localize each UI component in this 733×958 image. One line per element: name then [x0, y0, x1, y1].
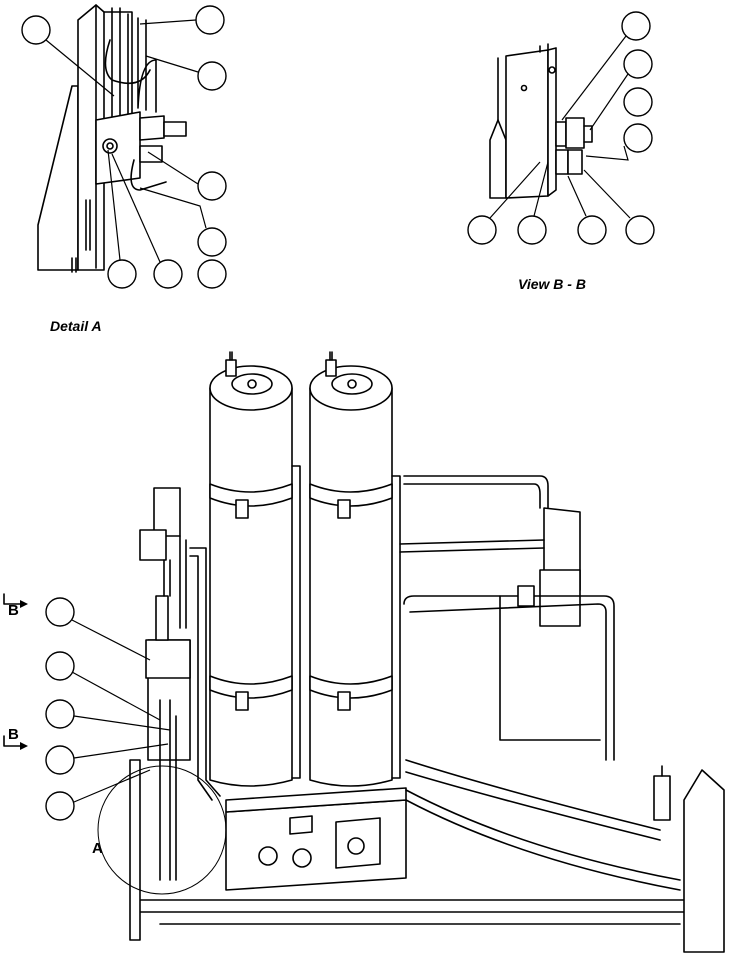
- detail-mark-label: A: [92, 840, 103, 857]
- callout-view-bb-3: [623, 87, 653, 117]
- callout-view-bb-8: [625, 215, 655, 245]
- view-bb-label: View B - B: [518, 276, 586, 292]
- section-marker-bottom: [3, 735, 27, 747]
- callout-detail-a-4: [197, 171, 227, 201]
- callout-detail-a-5: [197, 227, 227, 257]
- callout-detail-a-6: [107, 259, 137, 289]
- section-mark-bottom-label: B: [8, 726, 19, 743]
- callout-main-2: [45, 651, 75, 681]
- main-assembly-drawing: [129, 351, 725, 953]
- callout-view-bb-2: [623, 49, 653, 79]
- callout-main-5: [45, 791, 75, 821]
- section-marker-top: [3, 593, 27, 605]
- callout-detail-a-1: [21, 15, 51, 45]
- callout-view-bb-1: [621, 11, 651, 41]
- detail-a-drawing: [21, 4, 227, 289]
- detail-a-label: Detail A: [50, 318, 102, 334]
- callout-view-bb-5: [467, 215, 497, 245]
- callout-main-1: [45, 597, 75, 627]
- callout-detail-a-3: [197, 61, 227, 91]
- callout-detail-a-2: [195, 5, 225, 35]
- callout-detail-a-7: [153, 259, 183, 289]
- callout-view-bb-4: [623, 123, 653, 153]
- view-bb-drawing: [467, 11, 655, 245]
- detail-a-circle: [97, 765, 227, 895]
- section-mark-top-label: B: [8, 602, 19, 619]
- callout-view-bb-6: [517, 215, 547, 245]
- callout-view-bb-7: [577, 215, 607, 245]
- callout-main-4: [45, 745, 75, 775]
- callout-detail-a-8: [197, 259, 227, 289]
- callout-main-3: [45, 699, 75, 729]
